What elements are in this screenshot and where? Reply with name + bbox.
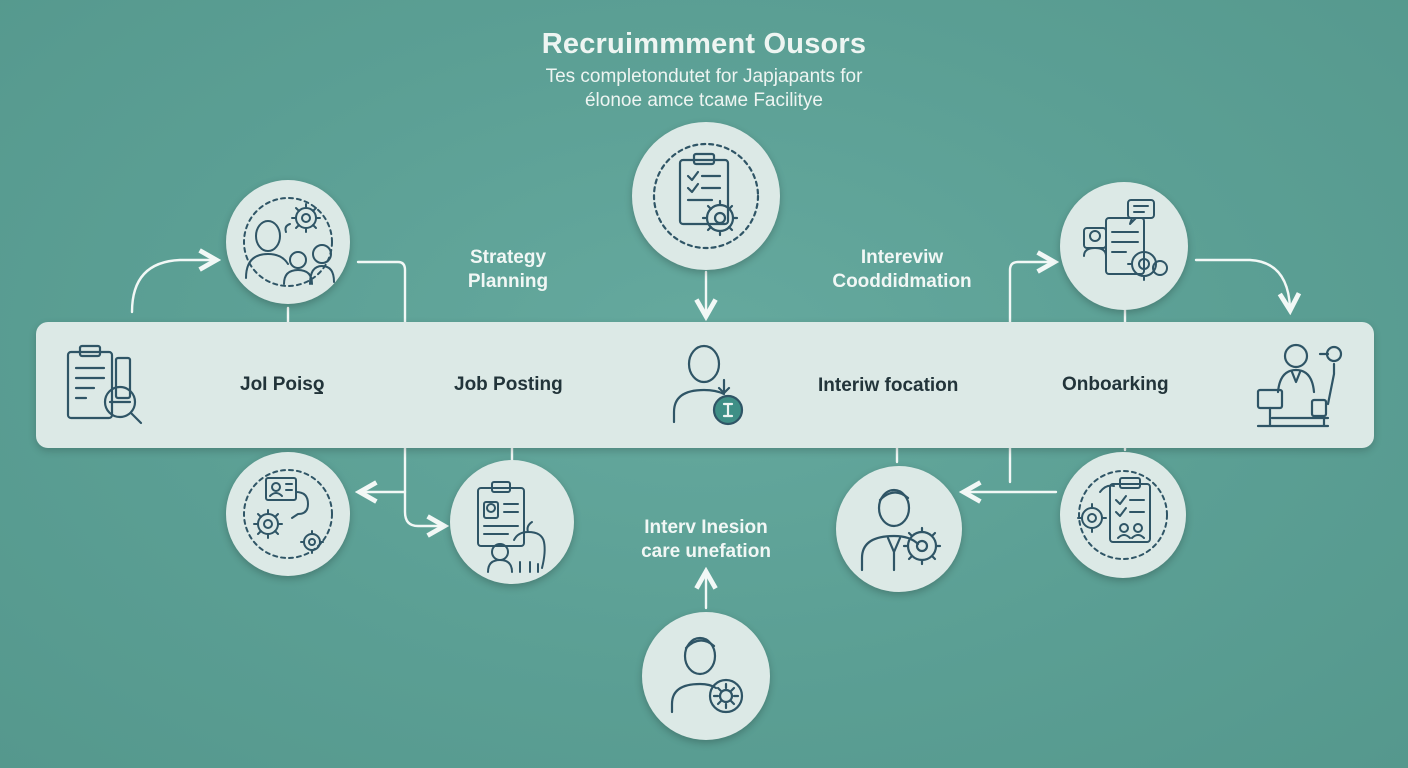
stage-label-5: Onboarking <box>1062 374 1169 395</box>
stage-label-1: JoI Poisƍ <box>240 374 325 395</box>
diagram-subtitle-line1: Tes completondutet for Japjapants for <box>545 66 863 87</box>
strategy-planning-label: Strategy Planning <box>467 247 549 292</box>
interview-session-label: Interv Inesion care unefation <box>641 517 771 562</box>
interview-coordination-label: Intereviw Cooddidmation <box>832 247 972 292</box>
chat-document-gear-icon <box>1060 182 1188 310</box>
checklist-people-icon <box>1060 452 1186 578</box>
person-badge-icon <box>642 612 770 740</box>
presenter-desk-icon <box>1250 340 1346 434</box>
person-info-icon <box>668 342 752 428</box>
arrow-to-team-circle <box>130 260 214 314</box>
stage-label-2: Job Posting <box>454 374 563 395</box>
diagram-title: Recruimmment Ousors <box>541 28 867 60</box>
arrow-chat-to-onboarding <box>1194 258 1290 308</box>
team-gear-icon <box>226 180 350 304</box>
stage-label-4: Interiw focation <box>818 375 959 396</box>
profile-card-gears-icon <box>226 452 350 576</box>
process-band <box>36 322 1374 448</box>
staff-gear-icon <box>836 466 962 592</box>
checklist-gear-icon <box>632 122 780 270</box>
diagram-subtitle-line2: élonoe amce tcaме Facilitye <box>584 90 823 111</box>
clipboard-magnifier-icon <box>64 342 148 430</box>
candidate-document-icon <box>450 460 574 584</box>
